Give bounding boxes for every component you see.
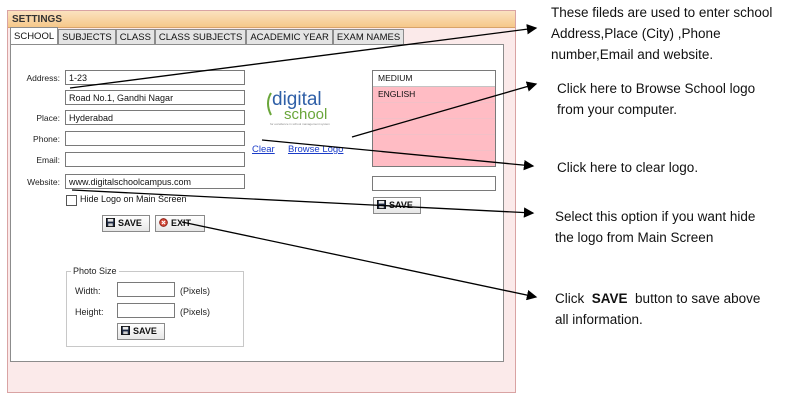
- save-button-label: SAVE: [118, 218, 142, 228]
- medium-list-item-english[interactable]: ENGLISH: [373, 87, 495, 103]
- medium-listbox[interactable]: MEDIUM ENGLISH: [372, 70, 496, 167]
- medium-list-header: MEDIUM: [373, 71, 495, 87]
- annotation-clear: Click here to clear logo.: [557, 160, 699, 175]
- medium-list-item[interactable]: [373, 103, 495, 119]
- tab-school[interactable]: SCHOOL: [10, 27, 59, 45]
- tab-class-subjects[interactable]: CLASS SUBJECTS: [154, 29, 247, 45]
- address-line2-input[interactable]: Road No.1, Gandhi Nagar: [65, 90, 245, 105]
- clear-logo-link[interactable]: Clear: [252, 144, 275, 155]
- exit-icon: [159, 218, 168, 227]
- save-button[interactable]: SAVE: [102, 215, 150, 232]
- photo-height-input[interactable]: [117, 303, 175, 318]
- floppy-disk-icon: [121, 326, 130, 335]
- floppy-disk-icon: [106, 218, 115, 227]
- annotation-fields: These fileds are used to enter school Ad…: [551, 5, 773, 62]
- photo-save-label: SAVE: [133, 326, 157, 336]
- annotation-save: Click SAVE button to save above all info…: [555, 291, 761, 327]
- browse-logo-link[interactable]: Browse Logo: [288, 144, 344, 155]
- place-input[interactable]: Hyderabad: [65, 110, 245, 125]
- floppy-disk-icon: [377, 200, 386, 209]
- hide-logo-checkbox[interactable]: [66, 195, 77, 206]
- email-label: Email:: [36, 155, 60, 165]
- school-logo: digital school for excellence in school …: [262, 83, 332, 128]
- photo-width-unit: (Pixels): [180, 286, 211, 296]
- logo-word-digital: digital: [272, 89, 322, 110]
- hide-logo-label: Hide Logo on Main Screen: [80, 194, 187, 204]
- medium-list-item[interactable]: [373, 119, 495, 135]
- photo-size-group: Photo Size: [66, 266, 244, 347]
- exit-button[interactable]: EXIT: [155, 215, 205, 232]
- exit-button-label: EXIT: [171, 218, 192, 228]
- annotation-hide-logo: Select this option if you want hide the …: [555, 209, 756, 245]
- email-input[interactable]: [65, 152, 245, 167]
- tab-subjects[interactable]: SUBJECTS: [58, 29, 116, 45]
- medium-save-button[interactable]: SAVE: [373, 197, 421, 214]
- medium-input[interactable]: [372, 176, 496, 191]
- medium-save-label: SAVE: [389, 200, 413, 210]
- place-label: Place:: [36, 113, 60, 123]
- tab-strip: SCHOOL SUBJECTS CLASS CLASS SUBJECTS ACA…: [10, 27, 405, 45]
- medium-list-item[interactable]: [373, 135, 495, 151]
- window-title: SETTINGS: [8, 11, 515, 28]
- logo-word-school: school: [284, 106, 327, 123]
- logo-tagline: for excellence in school management syst…: [270, 122, 330, 126]
- address-line1-input[interactable]: 1-23: [65, 70, 245, 85]
- photo-width-input[interactable]: [117, 282, 175, 297]
- website-label: Website:: [27, 177, 60, 187]
- phone-input[interactable]: [65, 131, 245, 146]
- website-input[interactable]: www.digitalschoolcampus.com: [65, 174, 245, 189]
- address-label: Address:: [26, 73, 60, 83]
- tab-class[interactable]: CLASS: [115, 29, 155, 45]
- tab-academic-year[interactable]: ACADEMIC YEAR: [246, 29, 333, 45]
- photo-size-title: Photo Size: [71, 266, 119, 276]
- photo-save-button[interactable]: SAVE: [117, 323, 165, 340]
- medium-list-item[interactable]: [373, 151, 495, 166]
- photo-height-label: Height:: [75, 307, 104, 317]
- phone-label: Phone:: [33, 134, 60, 144]
- tab-exam-names[interactable]: EXAM NAMES: [332, 29, 405, 45]
- annotation-browse: Click here to Browse School logo from yo…: [557, 81, 756, 117]
- photo-width-label: Width:: [75, 286, 101, 296]
- photo-height-unit: (Pixels): [180, 307, 211, 317]
